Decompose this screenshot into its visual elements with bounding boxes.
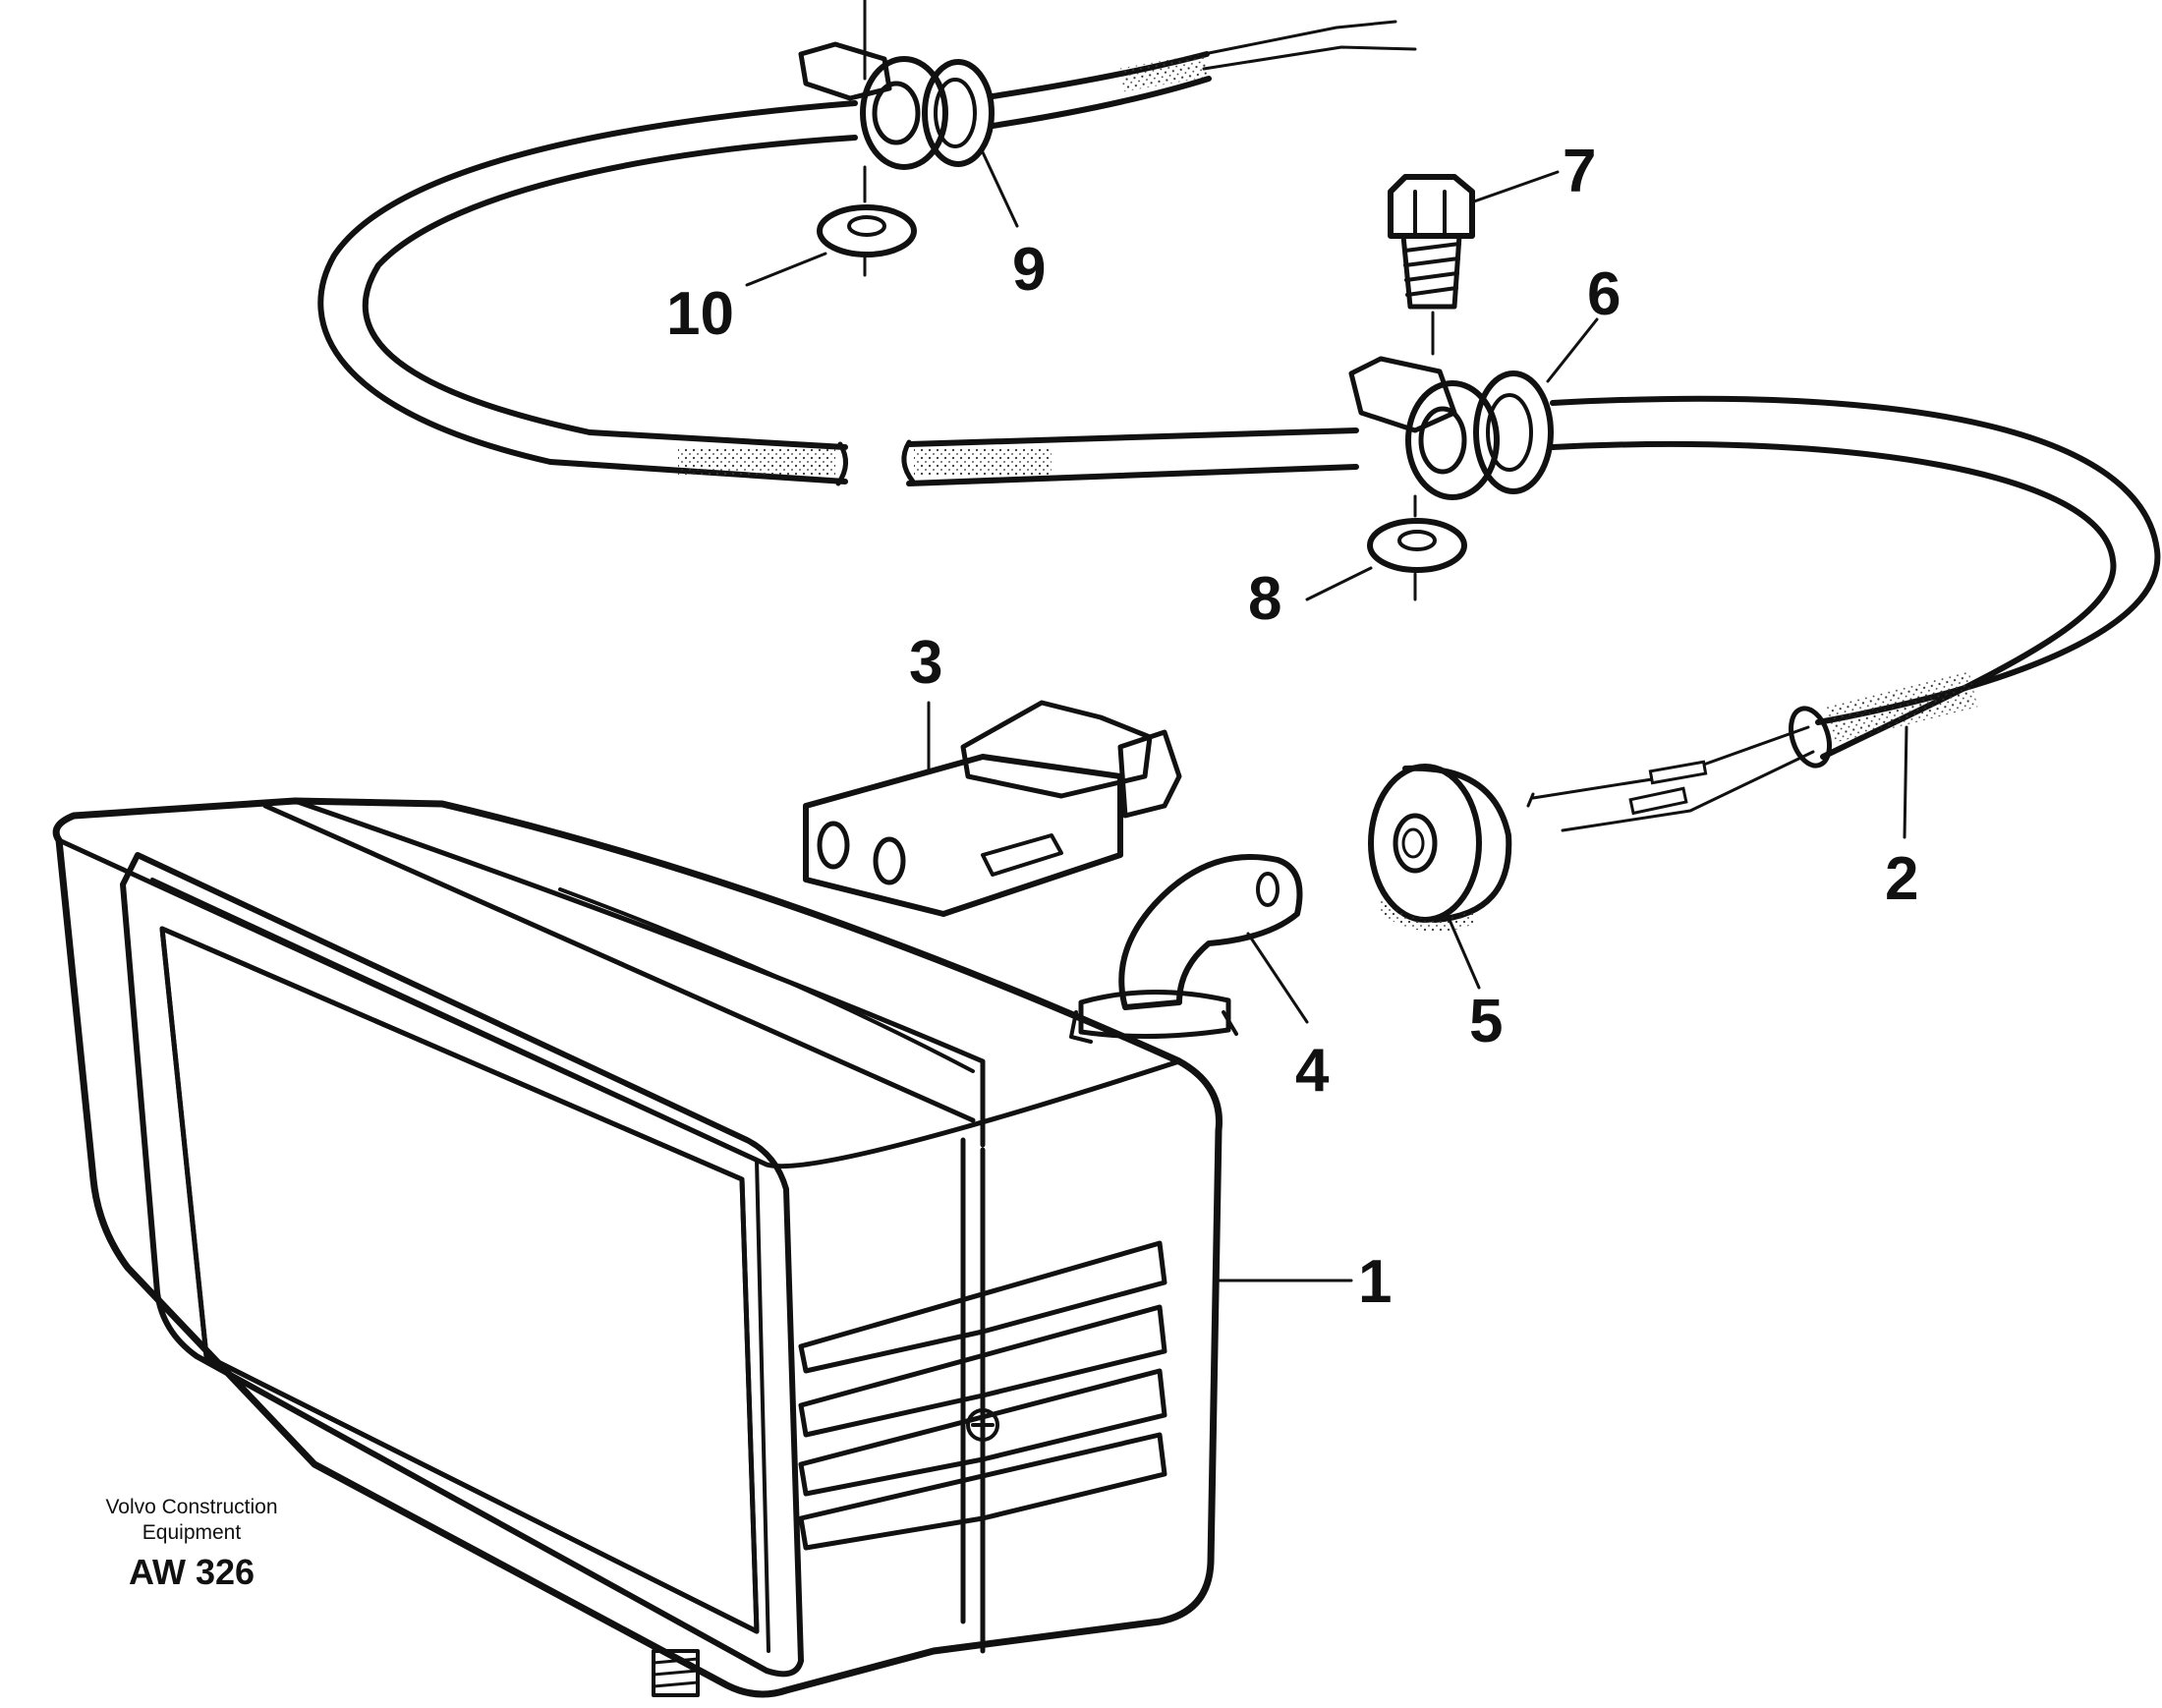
bulb-holder-icon xyxy=(1069,854,1303,1044)
callout-6: 6 xyxy=(1587,260,1621,328)
callout-2: 2 xyxy=(1885,845,1918,913)
lamp-housing-icon xyxy=(52,797,1223,1698)
washer-icon xyxy=(1367,518,1467,601)
figure-code: AW 326 xyxy=(129,1552,255,1592)
caption-block: Volvo Construction Equipment AW 326 xyxy=(105,1496,277,1592)
leader-lines xyxy=(745,150,1908,1282)
washer-icon xyxy=(817,165,917,277)
callout-8: 8 xyxy=(1248,565,1281,633)
caption-line-2: Equipment xyxy=(142,1521,242,1544)
callout-7: 7 xyxy=(1563,138,1596,205)
callout-4: 4 xyxy=(1295,1037,1330,1105)
grommet-icon xyxy=(1368,764,1512,932)
connector-icon xyxy=(803,700,1182,917)
callout-9: 9 xyxy=(1012,236,1046,304)
cable-clamp-icon xyxy=(1348,356,1554,518)
caption-line-1: Volvo Construction xyxy=(105,1496,277,1518)
callout-labels: 1 2 3 4 5 6 7 8 9 10 xyxy=(666,138,1918,1316)
cable-clamp-icon xyxy=(798,0,995,170)
callout-1: 1 xyxy=(1358,1248,1392,1316)
callout-3: 3 xyxy=(909,629,942,697)
cable-harness-icon xyxy=(317,20,2161,832)
callout-10: 10 xyxy=(666,280,734,348)
callout-5: 5 xyxy=(1469,988,1503,1055)
screw-icon xyxy=(1388,174,1475,356)
